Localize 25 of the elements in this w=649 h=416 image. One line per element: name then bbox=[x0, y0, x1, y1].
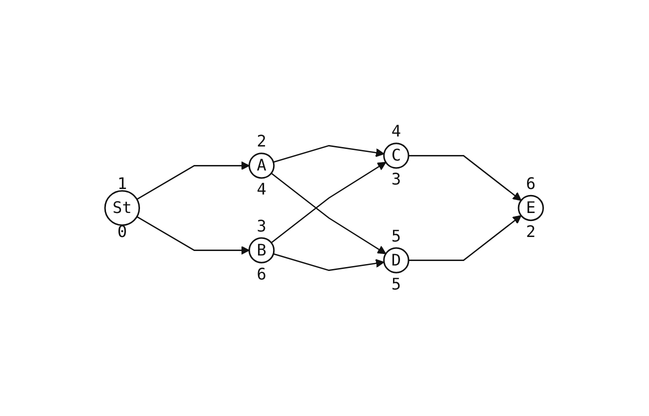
arrow bbox=[274, 145, 385, 163]
node-circle: E bbox=[518, 194, 544, 222]
node-label: 4 bbox=[392, 122, 402, 141]
node-label: 2 bbox=[526, 222, 536, 241]
arrow bbox=[271, 162, 387, 244]
node-label: 5 bbox=[392, 274, 402, 294]
node-label: 6 bbox=[526, 174, 536, 193]
node-circle: St bbox=[104, 190, 140, 226]
node-label: 1 bbox=[118, 174, 128, 193]
arrow bbox=[408, 215, 522, 261]
arrow bbox=[408, 155, 522, 201]
arrow bbox=[274, 253, 385, 271]
node-label: 4 bbox=[257, 180, 267, 199]
node-label: 2 bbox=[257, 132, 267, 151]
node-label: 3 bbox=[257, 216, 267, 236]
node-label: 3 bbox=[392, 170, 402, 189]
arrow bbox=[271, 172, 387, 254]
node-label: 5 bbox=[392, 226, 402, 246]
node-label: 6 bbox=[257, 264, 267, 284]
node-circle: C bbox=[384, 142, 410, 169]
node-circle: D bbox=[384, 247, 410, 274]
arrow bbox=[136, 216, 250, 255]
node-circle: A bbox=[248, 152, 276, 179]
arrow bbox=[136, 161, 250, 200]
node-circle: B bbox=[248, 237, 276, 264]
